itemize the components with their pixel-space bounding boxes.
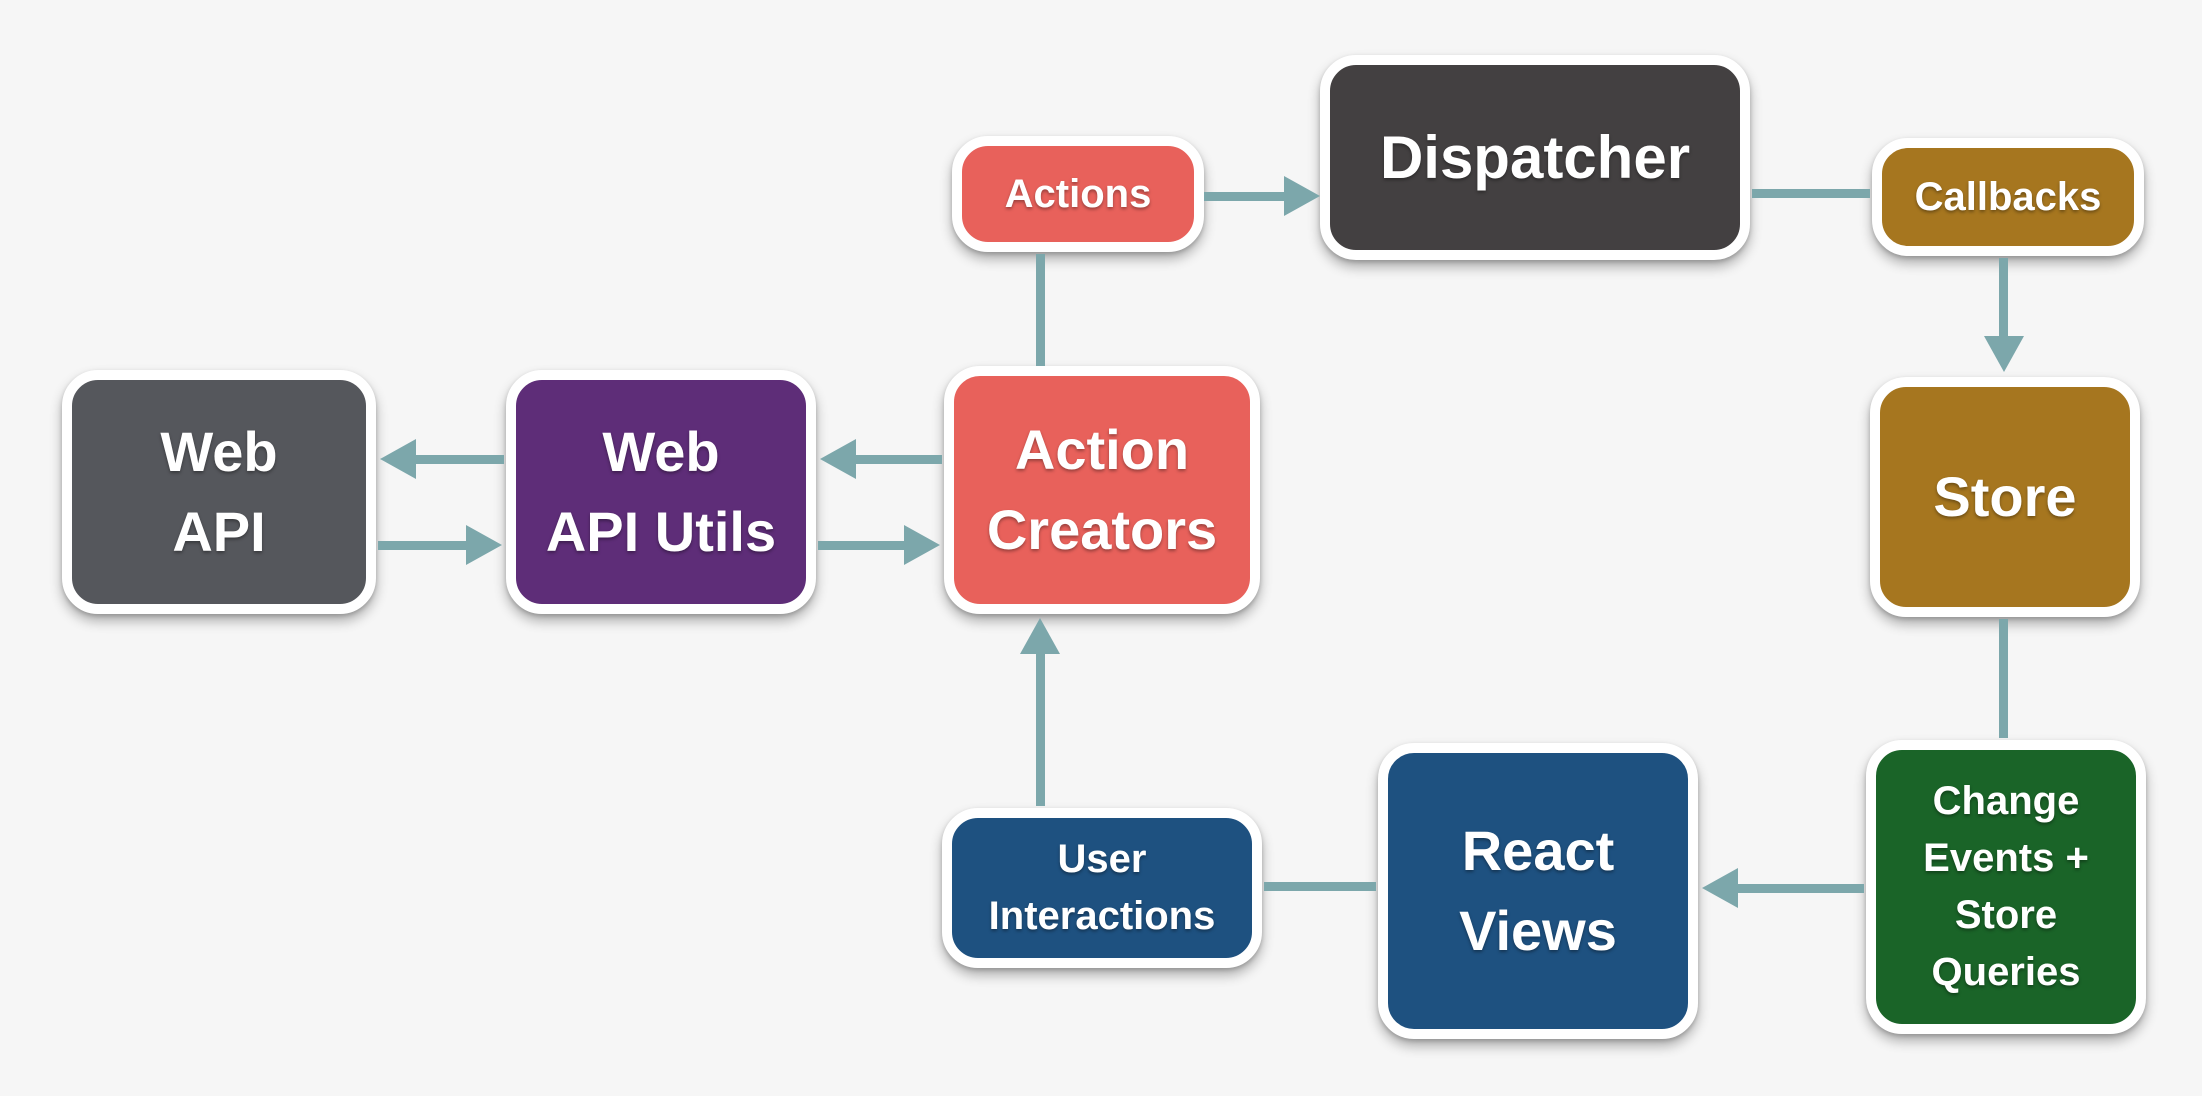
edge-line	[1999, 619, 2008, 738]
arrowhead-right-icon	[1284, 176, 1320, 216]
edge-line	[1752, 189, 1870, 198]
edge-line	[1264, 882, 1376, 891]
node-dispatcher: Dispatcher	[1320, 55, 1750, 260]
node-actions-label: Actions	[1004, 171, 1152, 216]
node-dispatcher-label: Dispatcher	[1379, 123, 1691, 191]
edge-line	[416, 455, 504, 464]
node-callbacks: Callbacks	[1872, 138, 2144, 256]
node-action-creators: Action Creators	[944, 366, 1260, 614]
node-web-api: Web API	[62, 370, 376, 614]
edge-line	[1999, 258, 2008, 338]
node-change-events-label: Change Events + Store Queries	[1923, 779, 2089, 994]
node-actions: Actions	[952, 136, 1204, 252]
node-react-views-label: React Views	[1459, 819, 1617, 962]
arrowhead-left-icon	[380, 439, 416, 479]
arrowhead-down-icon	[1984, 336, 2024, 372]
node-user-interactions-label: User Interactions	[988, 837, 1216, 938]
edge-line	[856, 455, 942, 464]
node-store-label: Store	[1933, 465, 2077, 529]
node-callbacks-label: Callbacks	[1914, 174, 2102, 219]
node-react-views: React Views	[1378, 743, 1698, 1039]
edge-line	[1036, 654, 1045, 806]
node-web-api-label: Web API	[160, 420, 278, 563]
arrowhead-right-icon	[904, 525, 940, 565]
arrowhead-left-icon	[1702, 868, 1738, 908]
arrowhead-right-icon	[466, 525, 502, 565]
arrowhead-up-icon	[1020, 618, 1060, 654]
node-web-api-utils-label: Web API Utils	[545, 420, 777, 563]
edge-line	[1204, 192, 1290, 201]
edge-line	[1738, 884, 1864, 893]
node-change-events: Change Events + Store Queries	[1866, 740, 2146, 1034]
edge-line	[818, 541, 904, 550]
node-web-api-utils: Web API Utils	[506, 370, 816, 614]
edge-line	[1036, 254, 1045, 366]
edge-line	[378, 541, 466, 550]
node-store: Store	[1870, 377, 2140, 617]
arrowhead-left-icon	[820, 439, 856, 479]
node-action-creators-label: Action Creators	[986, 418, 1218, 561]
node-user-interactions: User Interactions	[942, 808, 1262, 968]
